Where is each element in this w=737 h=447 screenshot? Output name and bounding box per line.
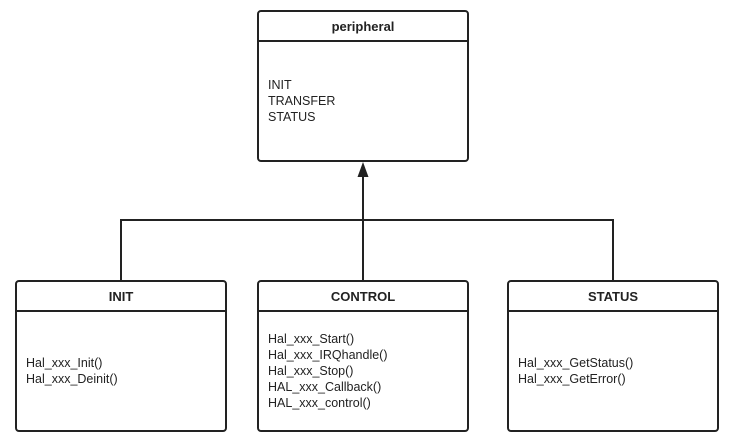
control-class-box: CONTROL Hal_xxx_Start() Hal_xxx_IRQhandl… <box>257 280 469 432</box>
status-class-methods: Hal_xxx_GetStatus() Hal_xxx_GetError() <box>509 312 717 387</box>
init-class-methods: Hal_xxx_Init() Hal_xxx_Deinit() <box>17 312 225 387</box>
init-class-title: INIT <box>17 282 225 312</box>
control-method: HAL_xxx_control() <box>268 396 371 410</box>
inheritance-arrowhead <box>357 162 369 177</box>
init-method: Hal_xxx_Init() <box>26 356 103 370</box>
peripheral-class-title: peripheral <box>259 12 467 42</box>
peripheral-class-items: INIT TRANSFER STATUS <box>259 42 467 125</box>
init-method: Hal_xxx_Deinit() <box>26 372 118 386</box>
status-method: Hal_xxx_GetError() <box>518 372 626 386</box>
status-method: Hal_xxx_GetStatus() <box>518 356 634 370</box>
control-method: Hal_xxx_Stop() <box>268 364 354 378</box>
status-class-title: STATUS <box>509 282 717 312</box>
control-method: Hal_xxx_Start() <box>268 332 355 346</box>
peripheral-item: STATUS <box>268 110 316 124</box>
connector-status <box>363 219 614 280</box>
status-class-box: STATUS Hal_xxx_GetStatus() Hal_xxx_GetEr… <box>507 280 719 432</box>
connector-init <box>120 219 363 280</box>
control-method: Hal_xxx_IRQhandle() <box>268 348 388 362</box>
peripheral-item: INIT <box>268 78 292 92</box>
control-method: HAL_xxx_Callback() <box>268 380 382 394</box>
peripheral-item: TRANSFER <box>268 94 336 108</box>
control-class-title: CONTROL <box>259 282 467 312</box>
peripheral-class-box: peripheral INIT TRANSFER STATUS <box>257 10 469 162</box>
init-class-box: INIT Hal_xxx_Init() Hal_xxx_Deinit() <box>15 280 227 432</box>
control-class-methods: Hal_xxx_Start() Hal_xxx_IRQhandle() Hal_… <box>259 312 467 411</box>
